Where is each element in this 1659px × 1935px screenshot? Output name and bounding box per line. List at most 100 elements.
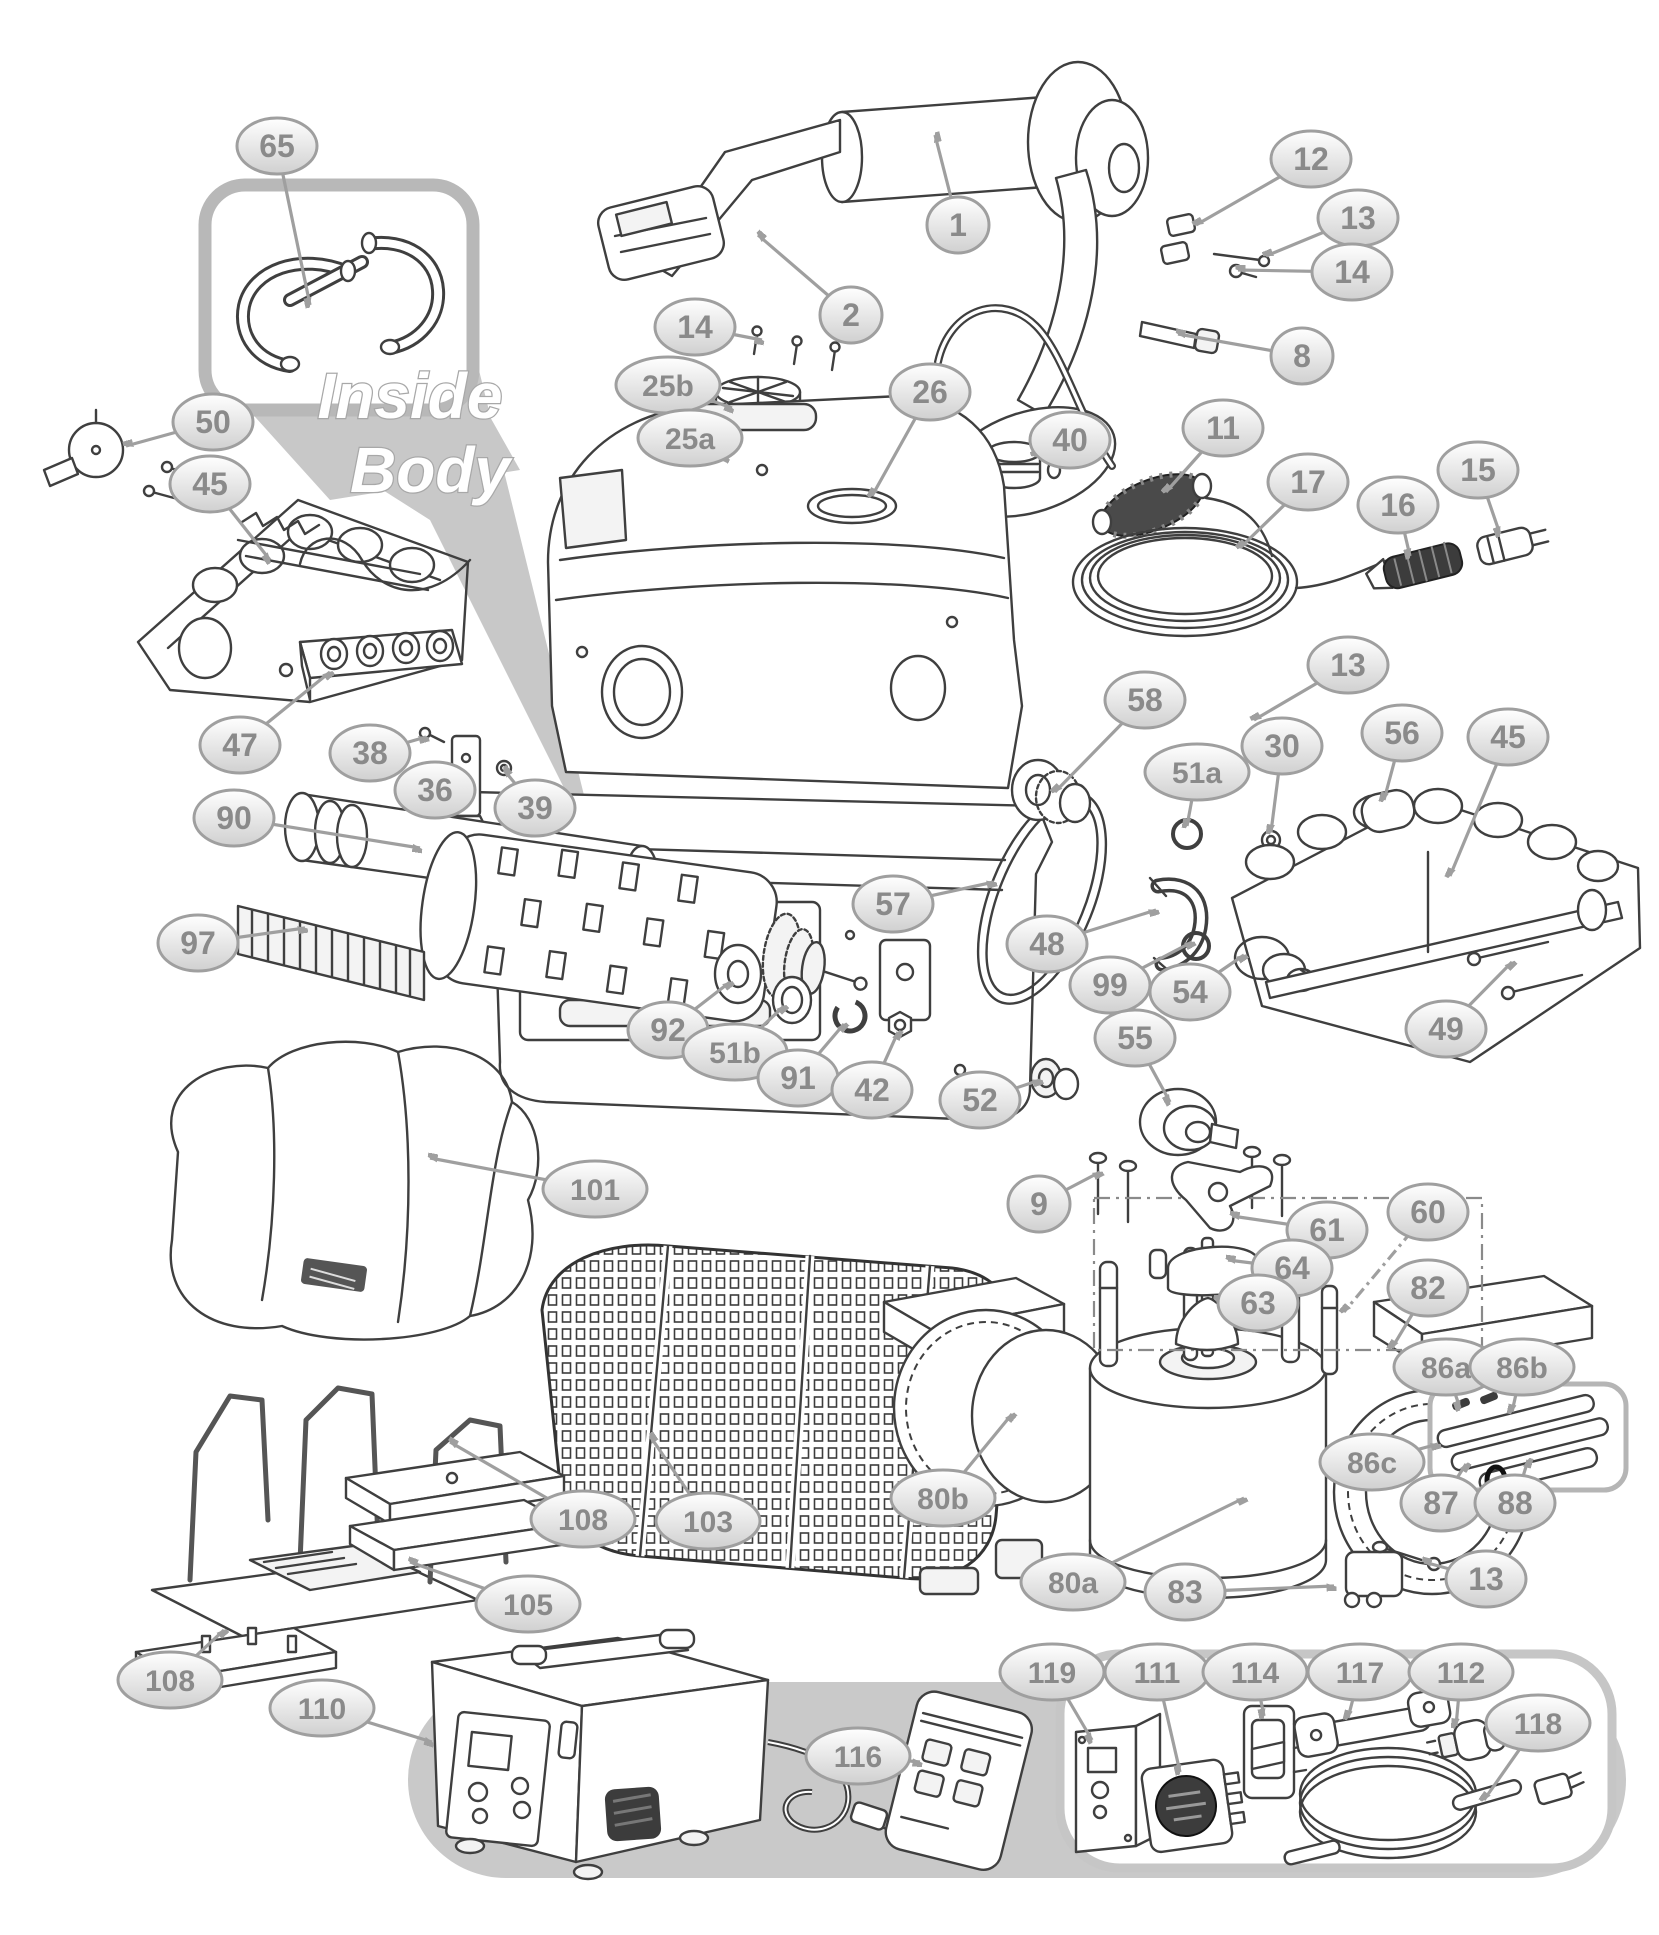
callout-bubble bbox=[474, 1574, 582, 1634]
callout-bubble bbox=[888, 362, 972, 422]
callout-bubble bbox=[1436, 440, 1520, 500]
callout-45: 45 bbox=[1450, 707, 1550, 876]
part-pulley-58 bbox=[1010, 758, 1092, 825]
callout-97: 97 bbox=[156, 913, 305, 973]
callout-bubble bbox=[171, 392, 255, 452]
callout-bubble bbox=[1318, 1432, 1426, 1492]
part-power-plug-15 bbox=[1476, 526, 1550, 566]
callout-bubble bbox=[1005, 914, 1089, 974]
callout-bubble bbox=[235, 116, 319, 176]
inset-label-line2: Body bbox=[350, 434, 513, 506]
callout-number: 42 bbox=[854, 1072, 890, 1108]
part-drive-block-47 bbox=[278, 537, 472, 702]
callout-bubble bbox=[156, 913, 240, 973]
callout-number: 9 bbox=[1030, 1186, 1048, 1222]
callout-bubble bbox=[654, 1491, 762, 1551]
callout-number: 110 bbox=[298, 1693, 346, 1726]
callout-49: 49 bbox=[1404, 962, 1512, 1059]
part-bearing-52 bbox=[1029, 1057, 1080, 1101]
callout-bubble bbox=[1006, 1174, 1072, 1234]
callout-number: 25a bbox=[665, 423, 715, 456]
callout-number: 80a bbox=[1048, 1567, 1098, 1600]
callout-bubble bbox=[636, 408, 744, 468]
callout-14: 14 bbox=[653, 297, 762, 357]
callout-57: 57 bbox=[851, 874, 994, 934]
callout-number: 63 bbox=[1240, 1285, 1276, 1321]
callout-bubble bbox=[192, 788, 276, 848]
callout-101: 101 bbox=[430, 1158, 649, 1219]
callout-bubble bbox=[1310, 242, 1394, 302]
callout-14: 14 bbox=[1238, 242, 1394, 302]
part-bushing-51b bbox=[771, 975, 813, 1025]
callout-39: 39 bbox=[493, 770, 577, 838]
part-handle-grip-11 bbox=[1091, 471, 1213, 539]
callout-13: 13 bbox=[1254, 635, 1390, 720]
callout-number: 55 bbox=[1117, 1020, 1153, 1056]
callout-90: 90 bbox=[192, 788, 420, 848]
callout-number: 16 bbox=[1380, 487, 1416, 523]
callout-number: 14 bbox=[1334, 254, 1370, 290]
callout-65: 65 bbox=[235, 116, 319, 305]
callout-number: 52 bbox=[962, 1082, 998, 1118]
callout-116: 116 bbox=[804, 1726, 920, 1786]
inside-body-inset: Inside Body bbox=[198, 178, 600, 860]
callout-80b: 80b bbox=[889, 1414, 1012, 1528]
callout-number: 2 bbox=[842, 297, 860, 333]
callout-bubble bbox=[541, 1159, 649, 1219]
callout-58: 58 bbox=[1055, 670, 1187, 792]
part-screws-14 bbox=[751, 325, 841, 372]
part-locknut-42 bbox=[887, 1010, 913, 1039]
part-power-supply-110 bbox=[430, 1628, 904, 1881]
callout-bubble bbox=[1473, 1473, 1557, 1533]
callout-number: 86c bbox=[1347, 1447, 1397, 1480]
callout-82: 82 bbox=[1386, 1258, 1470, 1348]
callout-87: 87 bbox=[1399, 1464, 1483, 1533]
callout-number: 39 bbox=[517, 790, 553, 826]
callout-number: 108 bbox=[558, 1504, 608, 1537]
callout-number: 30 bbox=[1264, 728, 1300, 764]
callout-number: 91 bbox=[780, 1060, 816, 1096]
callout-60: 60 bbox=[1344, 1182, 1470, 1312]
callout-bubble bbox=[168, 454, 252, 514]
callout-bubble bbox=[1093, 1008, 1177, 1068]
callout-86c: 86c bbox=[1318, 1432, 1438, 1492]
inset-label-line1: Inside bbox=[318, 360, 503, 432]
callout-bubble bbox=[1240, 716, 1324, 776]
callout-number: 45 bbox=[1490, 719, 1526, 755]
impeller-kit-outline bbox=[1092, 1196, 1484, 1352]
callout-number: 49 bbox=[1428, 1011, 1464, 1047]
callout-118: 118 bbox=[1484, 1693, 1592, 1800]
callout-number: 87 bbox=[1423, 1485, 1459, 1521]
callout-number: 111 bbox=[1134, 1657, 1181, 1690]
callout-number: 51b bbox=[709, 1037, 761, 1070]
part-screw-13-lower bbox=[1343, 1540, 1442, 1609]
callout-bubble bbox=[889, 1468, 997, 1528]
callout-bubble bbox=[1356, 475, 1440, 535]
callout-number: 83 bbox=[1167, 1574, 1203, 1610]
callout-number: 48 bbox=[1029, 926, 1065, 962]
callout-number: 51a bbox=[1172, 757, 1222, 790]
part-bolt-8 bbox=[1138, 320, 1221, 355]
part-wall-timer-119 bbox=[1074, 1712, 1162, 1854]
callout-bubble bbox=[1404, 999, 1488, 1059]
callout-bubble bbox=[393, 760, 477, 820]
callout-bubble bbox=[1386, 1258, 1470, 1318]
callout-bubble bbox=[493, 778, 577, 838]
callout-25b: 25b bbox=[614, 355, 732, 415]
callout-number: 56 bbox=[1384, 715, 1420, 751]
callout-51a: 51a bbox=[1143, 742, 1251, 826]
callout-bubble bbox=[1143, 742, 1251, 802]
part-filter-bag-101 bbox=[169, 1040, 540, 1341]
callout-number: 25b bbox=[642, 370, 694, 403]
callout-number: 92 bbox=[650, 1012, 686, 1048]
callout-number: 54 bbox=[1172, 974, 1208, 1010]
callout-bubble bbox=[198, 715, 282, 775]
callout-8: 8 bbox=[1178, 326, 1335, 386]
callout-number: 105 bbox=[503, 1589, 553, 1622]
callout-bubble bbox=[830, 1060, 914, 1120]
callout-number: 116 bbox=[834, 1741, 882, 1774]
callout-bubble bbox=[1028, 410, 1112, 470]
part-washer-92 bbox=[713, 943, 763, 1005]
